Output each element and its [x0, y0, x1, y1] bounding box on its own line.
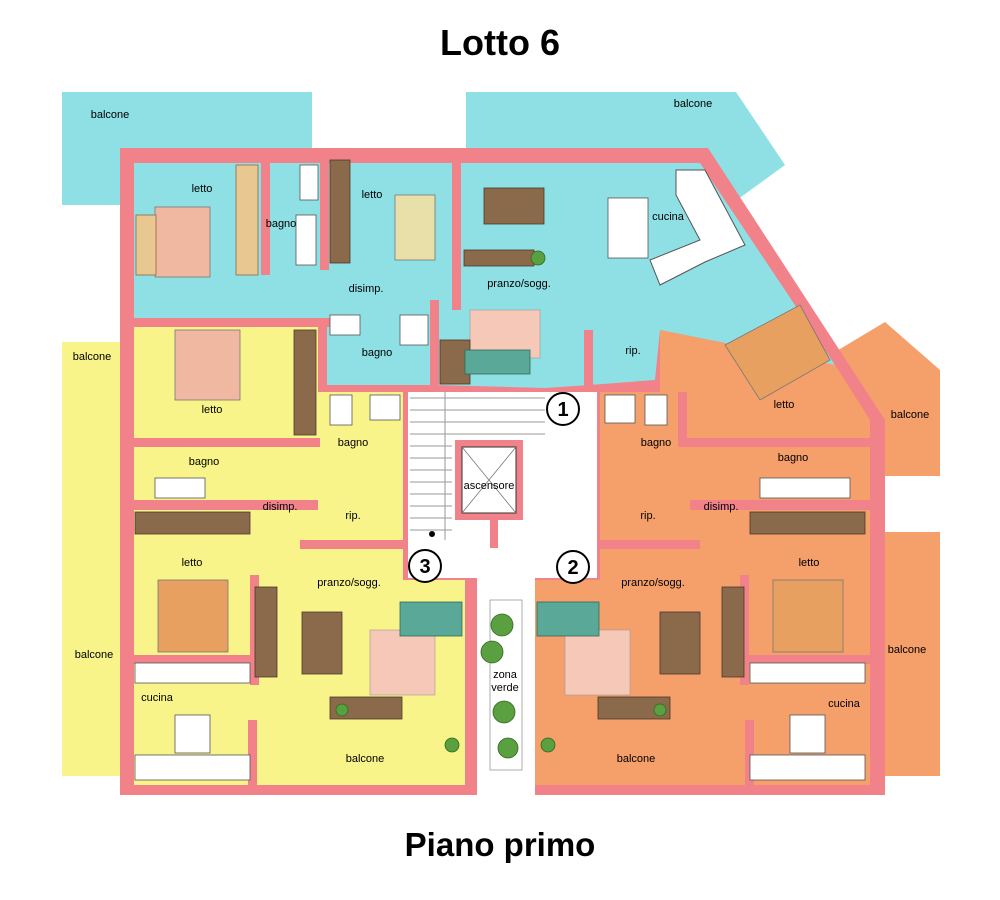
dining-table-icon — [483, 187, 545, 225]
plan-subtitle: Piano primo — [404, 826, 596, 863]
double-bed-icon — [772, 579, 844, 653]
sideboard-icon — [721, 586, 745, 678]
double-bed-icon — [157, 579, 229, 653]
label-a2-cucina: cucina — [828, 698, 861, 710]
wardrobe-icon — [235, 164, 259, 276]
kitchen-counter-icon — [749, 662, 866, 684]
label-a1-bagno-2: bagno — [362, 347, 393, 359]
shower-icon — [299, 164, 319, 201]
apartment-2-marker — [556, 550, 590, 584]
label-a1-letto-1: letto — [192, 183, 213, 195]
sofa-icon — [536, 601, 600, 637]
label-a2-disimp: disimp. — [704, 501, 739, 513]
single-bed-icon — [394, 194, 436, 261]
kitchen-table-icon — [789, 714, 826, 754]
apt3-bathroom-2 — [318, 392, 403, 540]
label-a1-bagno-1: bagno — [266, 218, 297, 230]
balcony-apt2-right — [880, 532, 940, 776]
label-a1-rip: rip. — [625, 345, 640, 357]
furniture — [134, 159, 866, 781]
label-a2-pranzo: pranzo/sogg. — [621, 577, 685, 589]
label-a2-rip: rip. — [640, 510, 655, 522]
label-a2-bagno-1: bagno — [641, 437, 672, 449]
wardrobe-icon — [134, 511, 251, 535]
tv-cabinet-icon — [439, 339, 471, 385]
apartment-3-number: 3 — [419, 556, 430, 578]
bidet-icon — [759, 477, 851, 499]
label-a2-letto-2: letto — [799, 557, 820, 569]
label-a1-pranzo: pranzo/sogg. — [487, 278, 551, 290]
bidet-icon — [154, 477, 206, 499]
sideboard-icon — [463, 249, 535, 267]
label-a2-balcone-right-top: balcone — [891, 409, 930, 421]
shower-icon — [604, 394, 636, 424]
label-a1-balcone-left: balcone — [91, 109, 130, 121]
wardrobe-icon — [749, 511, 866, 535]
kitchen-table-icon — [607, 197, 649, 259]
plan-title: Lotto 6 — [440, 22, 560, 63]
label-ascensore: ascensore — [464, 480, 515, 492]
label-a1-letto-2: letto — [362, 189, 383, 201]
apartment-1-number: 1 — [557, 399, 568, 421]
toilet-icon — [329, 394, 353, 426]
balcony-apt2-right-top — [830, 322, 940, 476]
toilet-icon — [644, 394, 668, 426]
rug-icon — [369, 629, 436, 696]
apt2-bathroom-1 — [600, 392, 690, 540]
sofa-icon — [464, 349, 531, 375]
sideboard-icon — [254, 586, 278, 678]
rug-icon — [564, 629, 631, 696]
label-a1-disimp: disimp. — [349, 283, 384, 295]
wardrobe-icon — [293, 329, 317, 436]
label-a1-cucina: cucina — [652, 211, 685, 223]
kitchen-counter-icon — [649, 169, 746, 286]
kitchen-counter-icon — [134, 662, 251, 684]
label-a2-balcone-bottom: balcone — [617, 753, 656, 765]
wardrobe-icon — [329, 159, 351, 264]
shower-icon — [369, 394, 401, 421]
sofa-icon — [399, 601, 463, 637]
label-a3-letto-1: letto — [202, 404, 223, 416]
label-a3-cucina: cucina — [141, 692, 174, 704]
sink-icon — [329, 314, 361, 336]
label-a3-rip: rip. — [345, 510, 360, 522]
double-bed-icon — [724, 304, 831, 401]
label-a3-pranzo: pranzo/sogg. — [317, 577, 381, 589]
balcony-apt3-top — [62, 342, 120, 532]
label-a3-balcone-left: balcone — [75, 649, 114, 661]
plant-icon — [335, 250, 667, 759]
apartment-1-marker — [546, 392, 580, 426]
double-bed-icon — [174, 329, 241, 401]
balcony-apt3-left — [62, 532, 120, 776]
sideboard-icon — [597, 696, 671, 720]
label-a3-balcone-top: balcone — [73, 351, 112, 363]
label-a1-balcone-right: balcone — [674, 98, 713, 110]
label-a2-bagno-2: bagno — [778, 452, 809, 464]
label-a3-disimp: disimp. — [263, 501, 298, 513]
dining-table-icon — [301, 611, 343, 675]
stair-core — [408, 392, 597, 795]
label-a2-letto-1: letto — [774, 399, 795, 411]
label-a3-bagno-2: bagno — [338, 437, 369, 449]
label-a3-bagno-1: bagno — [189, 456, 220, 468]
toilet-icon — [295, 214, 317, 266]
shower-icon — [399, 314, 429, 346]
kitchen-table-icon — [174, 714, 211, 754]
label-a3-letto-2: letto — [182, 557, 203, 569]
room-labels: balcone balcone letto bagno letto cucina… — [73, 98, 930, 765]
label-a3-balcone-bottom: balcone — [346, 753, 385, 765]
apartment-3-marker — [408, 549, 442, 583]
label-a2-balcone-right: balcone — [888, 644, 927, 656]
apartment-numbers: 1 2 3 — [408, 392, 590, 584]
dining-table-icon — [659, 611, 701, 675]
double-bed-icon — [154, 206, 211, 278]
apartment-2-number: 2 — [567, 557, 578, 579]
sideboard-icon — [329, 696, 403, 720]
